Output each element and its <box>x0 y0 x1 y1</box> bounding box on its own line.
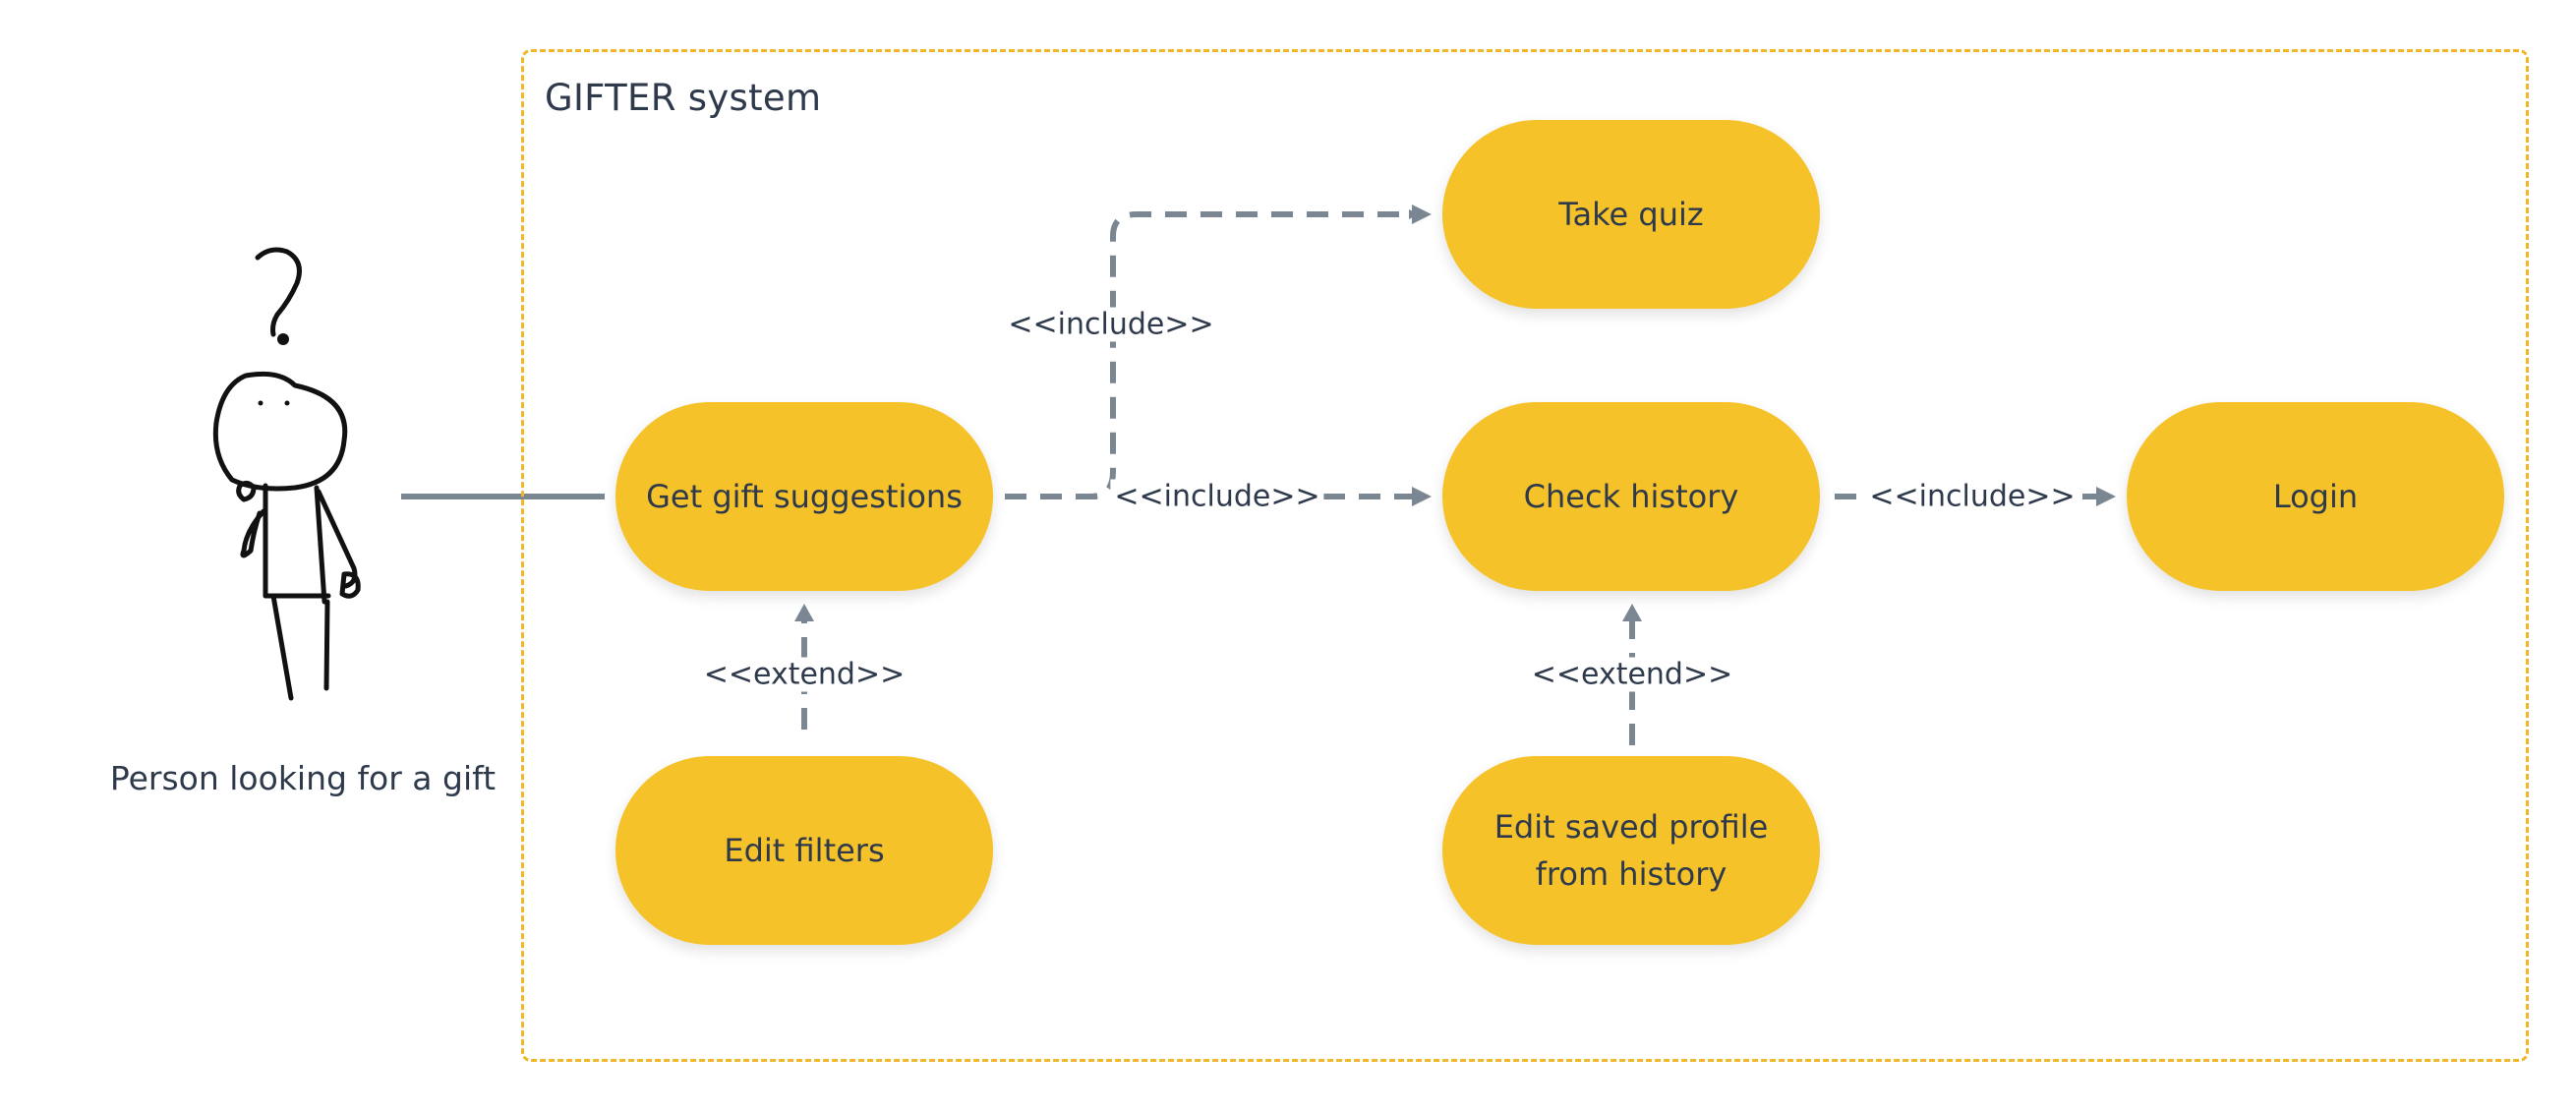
system-boundary <box>521 49 2529 1062</box>
use-case-label: Get gift suggestions <box>646 478 963 515</box>
arrowhead <box>1412 205 1432 224</box>
arrowhead <box>1622 604 1642 621</box>
use-case-label: Edit filters <box>724 832 885 869</box>
use-case-check-history[interactable]: Check history <box>1442 402 1820 591</box>
use-case-label: Check history <box>1523 478 1739 515</box>
include-label-login: <<include>> <box>1865 479 2079 514</box>
arrowhead <box>794 604 814 621</box>
use-case-edit-filters[interactable]: Edit filters <box>615 756 993 945</box>
include-label-take-quiz: <<include>> <box>1004 307 1218 342</box>
include-label-check-history: <<include>> <box>1110 479 1324 514</box>
actor-label: Person looking for a gift <box>109 759 497 797</box>
use-case-login[interactable]: Login <box>2127 402 2504 591</box>
use-case-take-quiz[interactable]: Take quiz <box>1442 120 1820 309</box>
use-case-edit-saved-profile[interactable]: Edit saved profile from history <box>1442 756 1820 945</box>
use-case-get-gift-suggestions[interactable]: Get gift suggestions <box>615 402 993 591</box>
use-case-label: Edit saved profile from history <box>1493 808 1769 893</box>
stick-figure-question-icon <box>212 247 361 701</box>
arrowhead <box>1412 487 1432 506</box>
use-case-label: Login <box>2272 478 2359 515</box>
extend-label-edit-saved-profile: <<extend>> <box>1527 657 1737 692</box>
system-title: GIFTER system <box>545 77 822 119</box>
arrowhead <box>2096 487 2116 506</box>
use-case-label: Take quiz <box>1558 196 1704 233</box>
extend-label-edit-filters: <<extend>> <box>699 657 909 692</box>
